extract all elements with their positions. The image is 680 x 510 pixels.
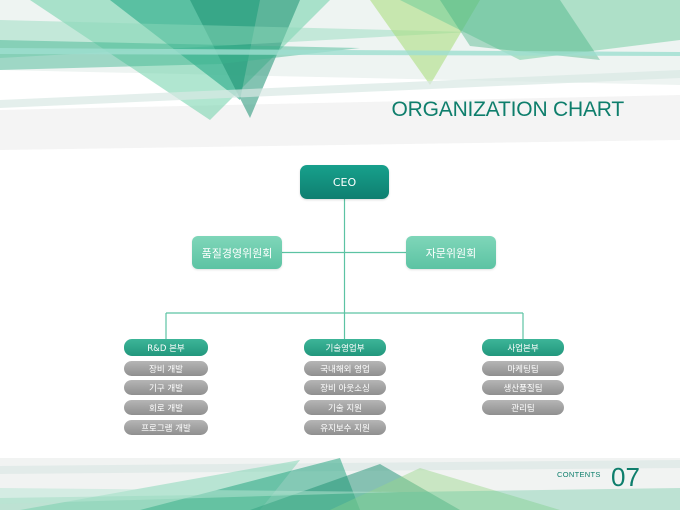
team-box: 기술 지원 — [304, 400, 386, 415]
team-box: 마케팅팀 — [482, 361, 564, 376]
page-number: 07 — [611, 462, 640, 492]
team-box: 회로 개발 — [124, 400, 208, 415]
quality-committee-box: 품질경영위원회 — [192, 236, 282, 269]
department-rnd-box: R&D 본부 — [124, 339, 208, 356]
footer-contents-label: CONTENTS — [557, 470, 601, 479]
team-box: 유지보수 지원 — [304, 420, 386, 435]
department-sales-box: 기술영업부 — [304, 339, 386, 356]
team-box: 프로그램 개발 — [124, 420, 208, 435]
team-box: 장비 개발 — [124, 361, 208, 376]
team-box: 생산품질팀 — [482, 380, 564, 395]
department-business-box: 사업본부 — [482, 339, 564, 356]
team-box: 장비 아웃소싱 — [304, 380, 386, 395]
header-decoration — [0, 0, 680, 150]
page-title: ORGANIZATION CHART — [391, 98, 625, 121]
team-box: 기구 개발 — [124, 380, 208, 395]
footer-decoration — [0, 458, 680, 510]
team-box: 국내해외 영업 — [304, 361, 386, 376]
advisory-committee-box: 자문위원회 — [406, 236, 496, 269]
team-box: 관리팀 — [482, 400, 564, 415]
ceo-box: CEO — [300, 165, 389, 199]
